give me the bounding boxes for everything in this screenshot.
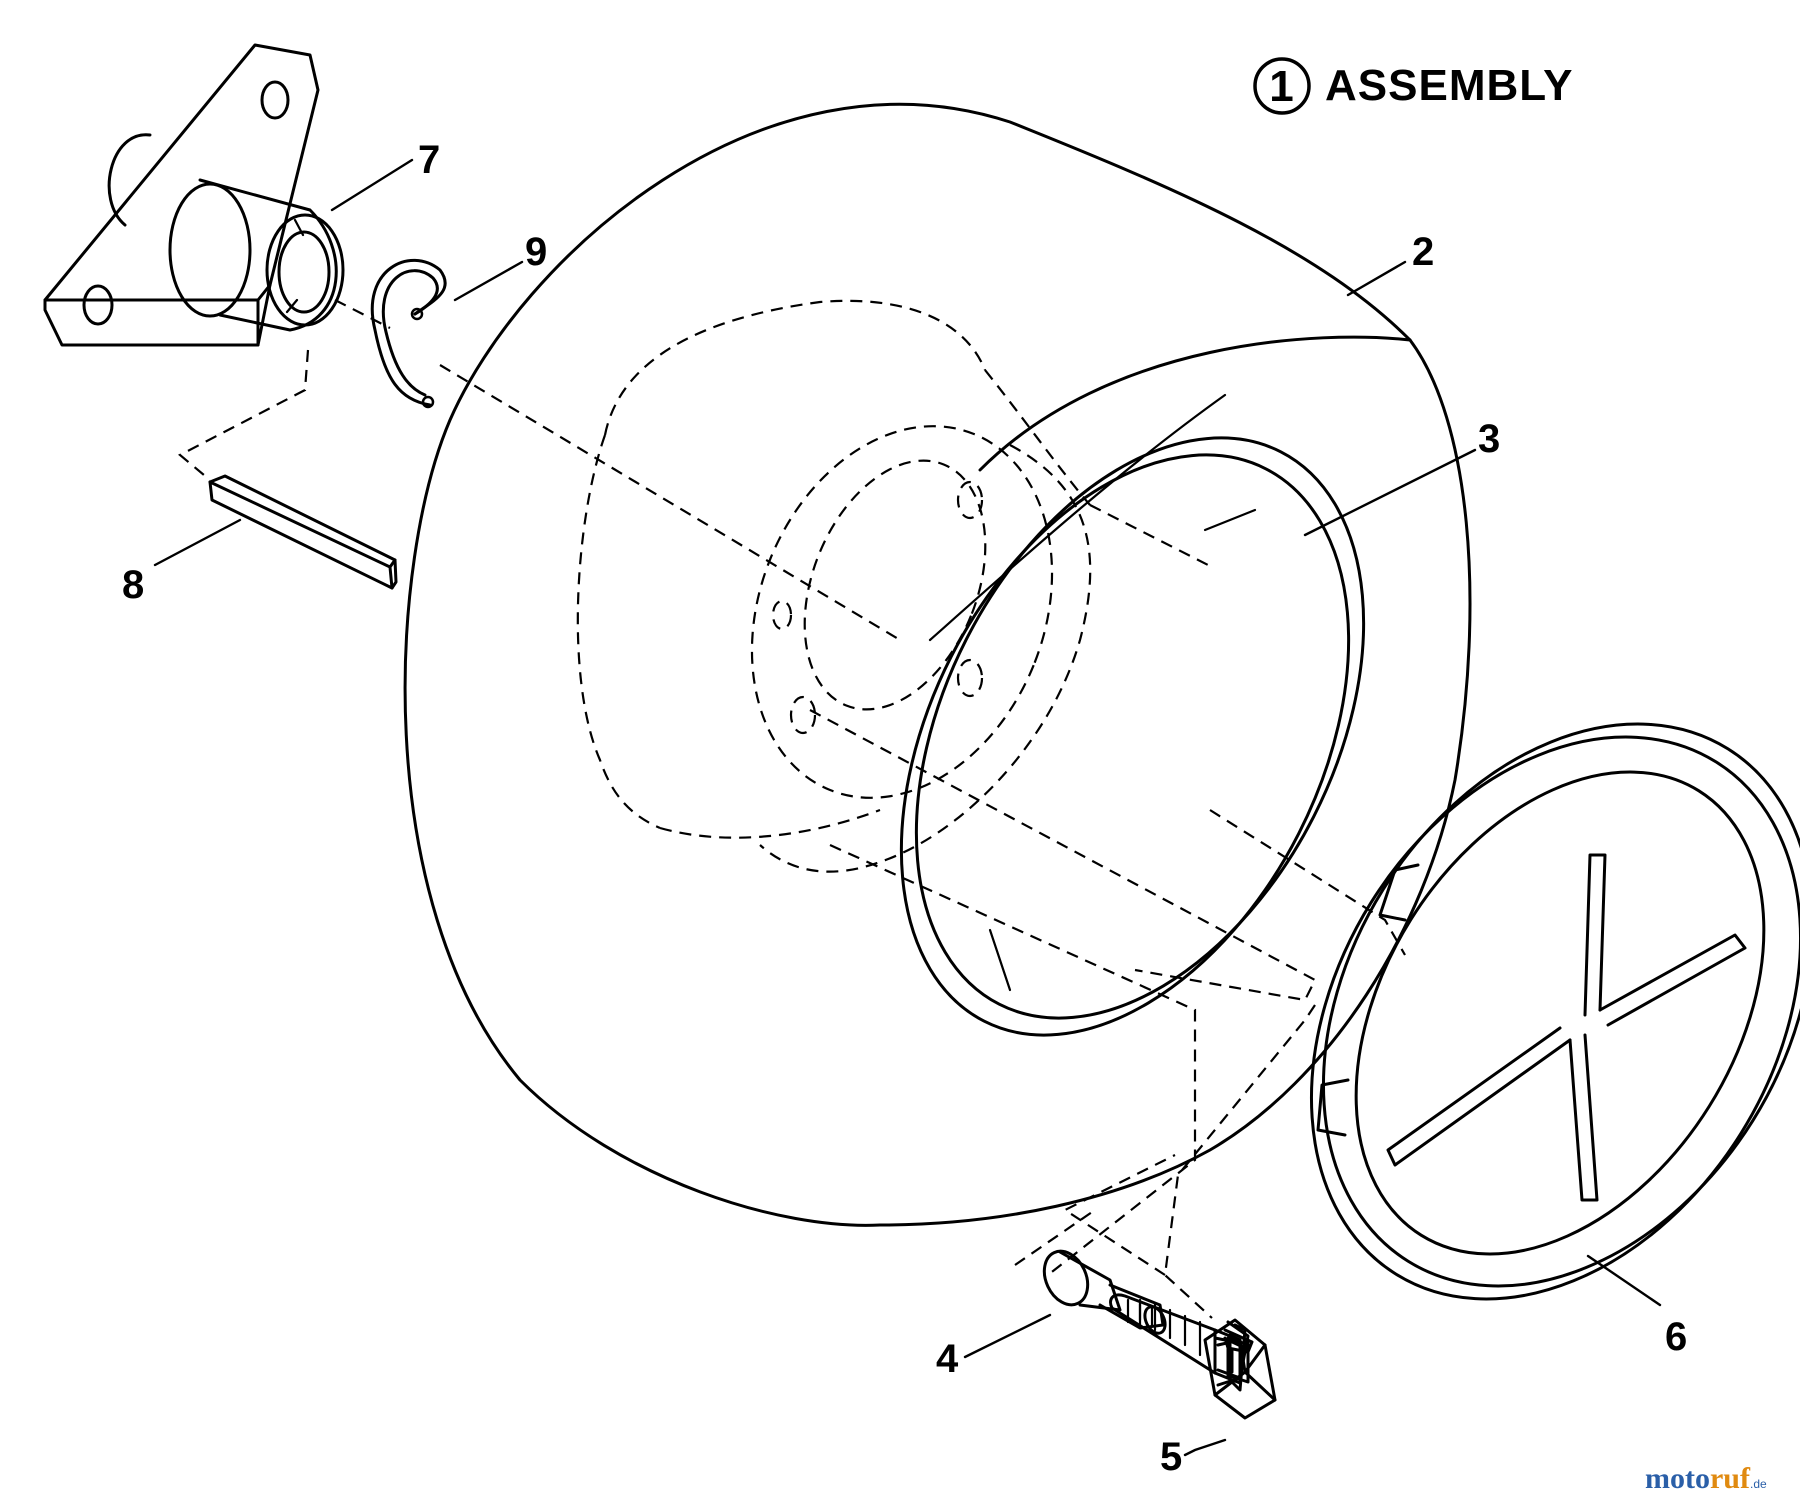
- callout-2: 2: [1412, 230, 1434, 274]
- svg-text:motoruf.de: motoruf.de: [1645, 1462, 1767, 1495]
- valve-stem: [1042, 1249, 1167, 1335]
- tire: [403, 102, 1472, 1227]
- snap-ring: [370, 258, 447, 409]
- callout-5: 5: [1160, 1435, 1182, 1479]
- assembly-title-number: 1: [1269, 62, 1294, 111]
- watermark-part-b: ruf: [1710, 1462, 1751, 1495]
- assembly-centerlines: [178, 299, 1406, 1319]
- hub-cap: [1309, 722, 1800, 1301]
- watermark-part-c: .de: [1750, 1477, 1767, 1491]
- rim-hidden-lines: [576, 299, 1092, 873]
- key: [208, 474, 398, 590]
- lug-bolt: [1109, 1293, 1277, 1420]
- callout-6: 6: [1665, 1315, 1687, 1359]
- callout-labels: 2 3 4 5 6 7 8 9: [122, 138, 1687, 1479]
- spindle-mount: [43, 43, 345, 347]
- assembly-title: 1 ASSEMBLY: [1253, 57, 1573, 115]
- callout-7: 7: [418, 138, 440, 182]
- callout-9: 9: [525, 230, 547, 274]
- watermark-part-a: moto: [1645, 1462, 1710, 1495]
- leader-lines: [153, 158, 1662, 1457]
- callout-8: 8: [122, 563, 144, 607]
- callout-3: 3: [1478, 417, 1500, 461]
- assembly-title-label: ASSEMBLY: [1325, 61, 1573, 110]
- watermark-logo: motoruf.de: [1645, 1462, 1767, 1495]
- rim: [899, 436, 1366, 1037]
- callout-4: 4: [936, 1337, 959, 1381]
